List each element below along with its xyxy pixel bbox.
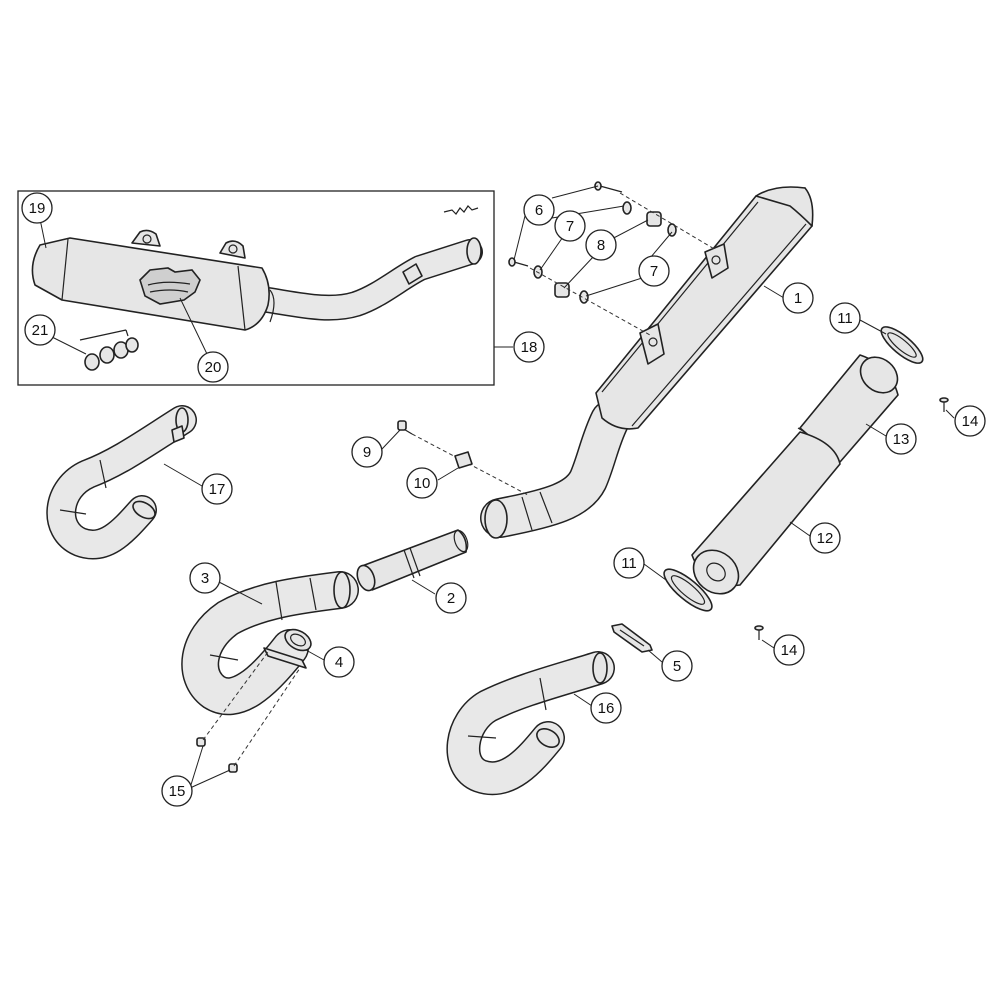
- callout-label: 16: [598, 700, 615, 717]
- callout-11b: 11: [613, 547, 645, 579]
- callout-14b: 14: [773, 634, 805, 666]
- callout-2: 2: [435, 582, 467, 614]
- bracket-10: [454, 451, 473, 469]
- callout-19: 19: [21, 192, 53, 224]
- callout-label: 6: [535, 202, 543, 219]
- callout-11a: 11: [829, 302, 861, 334]
- kit-silencer-assembly: [31, 205, 483, 331]
- leader-lines: [39, 185, 955, 789]
- silencer-packing: [797, 354, 899, 463]
- mounting-hardware: [508, 181, 717, 336]
- callout-label: 13: [893, 431, 910, 448]
- callout-label: 3: [201, 570, 209, 587]
- silencer-main: [480, 186, 814, 539]
- callout-16: 16: [590, 692, 622, 724]
- callout-label: 19: [29, 200, 46, 217]
- callout-4: 4: [323, 646, 355, 678]
- callout-label: 20: [205, 359, 222, 376]
- callout-5: 5: [661, 650, 693, 682]
- callout-label: 14: [781, 642, 798, 659]
- callout-1: 1: [782, 282, 814, 314]
- callout-label: 2: [447, 590, 455, 607]
- callout-label: 17: [209, 481, 226, 498]
- callout-label: 4: [335, 654, 343, 671]
- callout-12: 12: [809, 522, 841, 554]
- rivet-top: [939, 397, 949, 412]
- callout-7b: 7: [638, 255, 670, 287]
- callout-9: 9: [351, 436, 383, 468]
- callout-label: 11: [837, 310, 853, 327]
- callout-21: 21: [24, 314, 56, 346]
- header-pipe: [181, 571, 359, 716]
- callout-label: 10: [414, 475, 431, 492]
- callout-15: 15: [161, 775, 193, 807]
- header-pipe-16: [446, 651, 615, 795]
- rivet-bottom: [754, 625, 764, 640]
- callout-3: 3: [189, 562, 221, 594]
- callout-10: 10: [406, 467, 438, 499]
- callout-label: 7: [650, 263, 658, 280]
- kit-box: [17, 190, 495, 386]
- header-pipe-17: [46, 405, 197, 560]
- kit-washers: [79, 329, 139, 371]
- callout-20: 20: [197, 351, 229, 383]
- callout-label: 15: [169, 783, 186, 800]
- callout-label: 11: [621, 555, 637, 572]
- callout-7a: 7: [554, 210, 586, 242]
- clamp-top: [880, 326, 924, 364]
- callout-8: 8: [585, 229, 617, 261]
- callout-label: 21: [32, 322, 49, 339]
- callout-label: 7: [566, 218, 574, 235]
- callout-13: 13: [885, 423, 917, 455]
- nuts-15: [196, 651, 301, 773]
- clamp-bottom: [663, 568, 713, 612]
- callout-18: 18: [513, 331, 545, 363]
- callout-label: 8: [597, 237, 605, 254]
- callout-17: 17: [201, 473, 233, 505]
- callout-6: 6: [523, 194, 555, 226]
- callout-label: 9: [363, 444, 371, 461]
- callout-label: 18: [521, 339, 538, 356]
- callout-14a: 14: [954, 405, 986, 437]
- silencer-sleeve: [691, 431, 841, 595]
- callout-label: 14: [962, 413, 979, 430]
- callout-label: 12: [817, 530, 834, 547]
- callout-label: 5: [673, 658, 681, 675]
- connecting-sleeve: [356, 529, 469, 592]
- gasket: [611, 623, 653, 653]
- callout-label: 1: [794, 290, 802, 307]
